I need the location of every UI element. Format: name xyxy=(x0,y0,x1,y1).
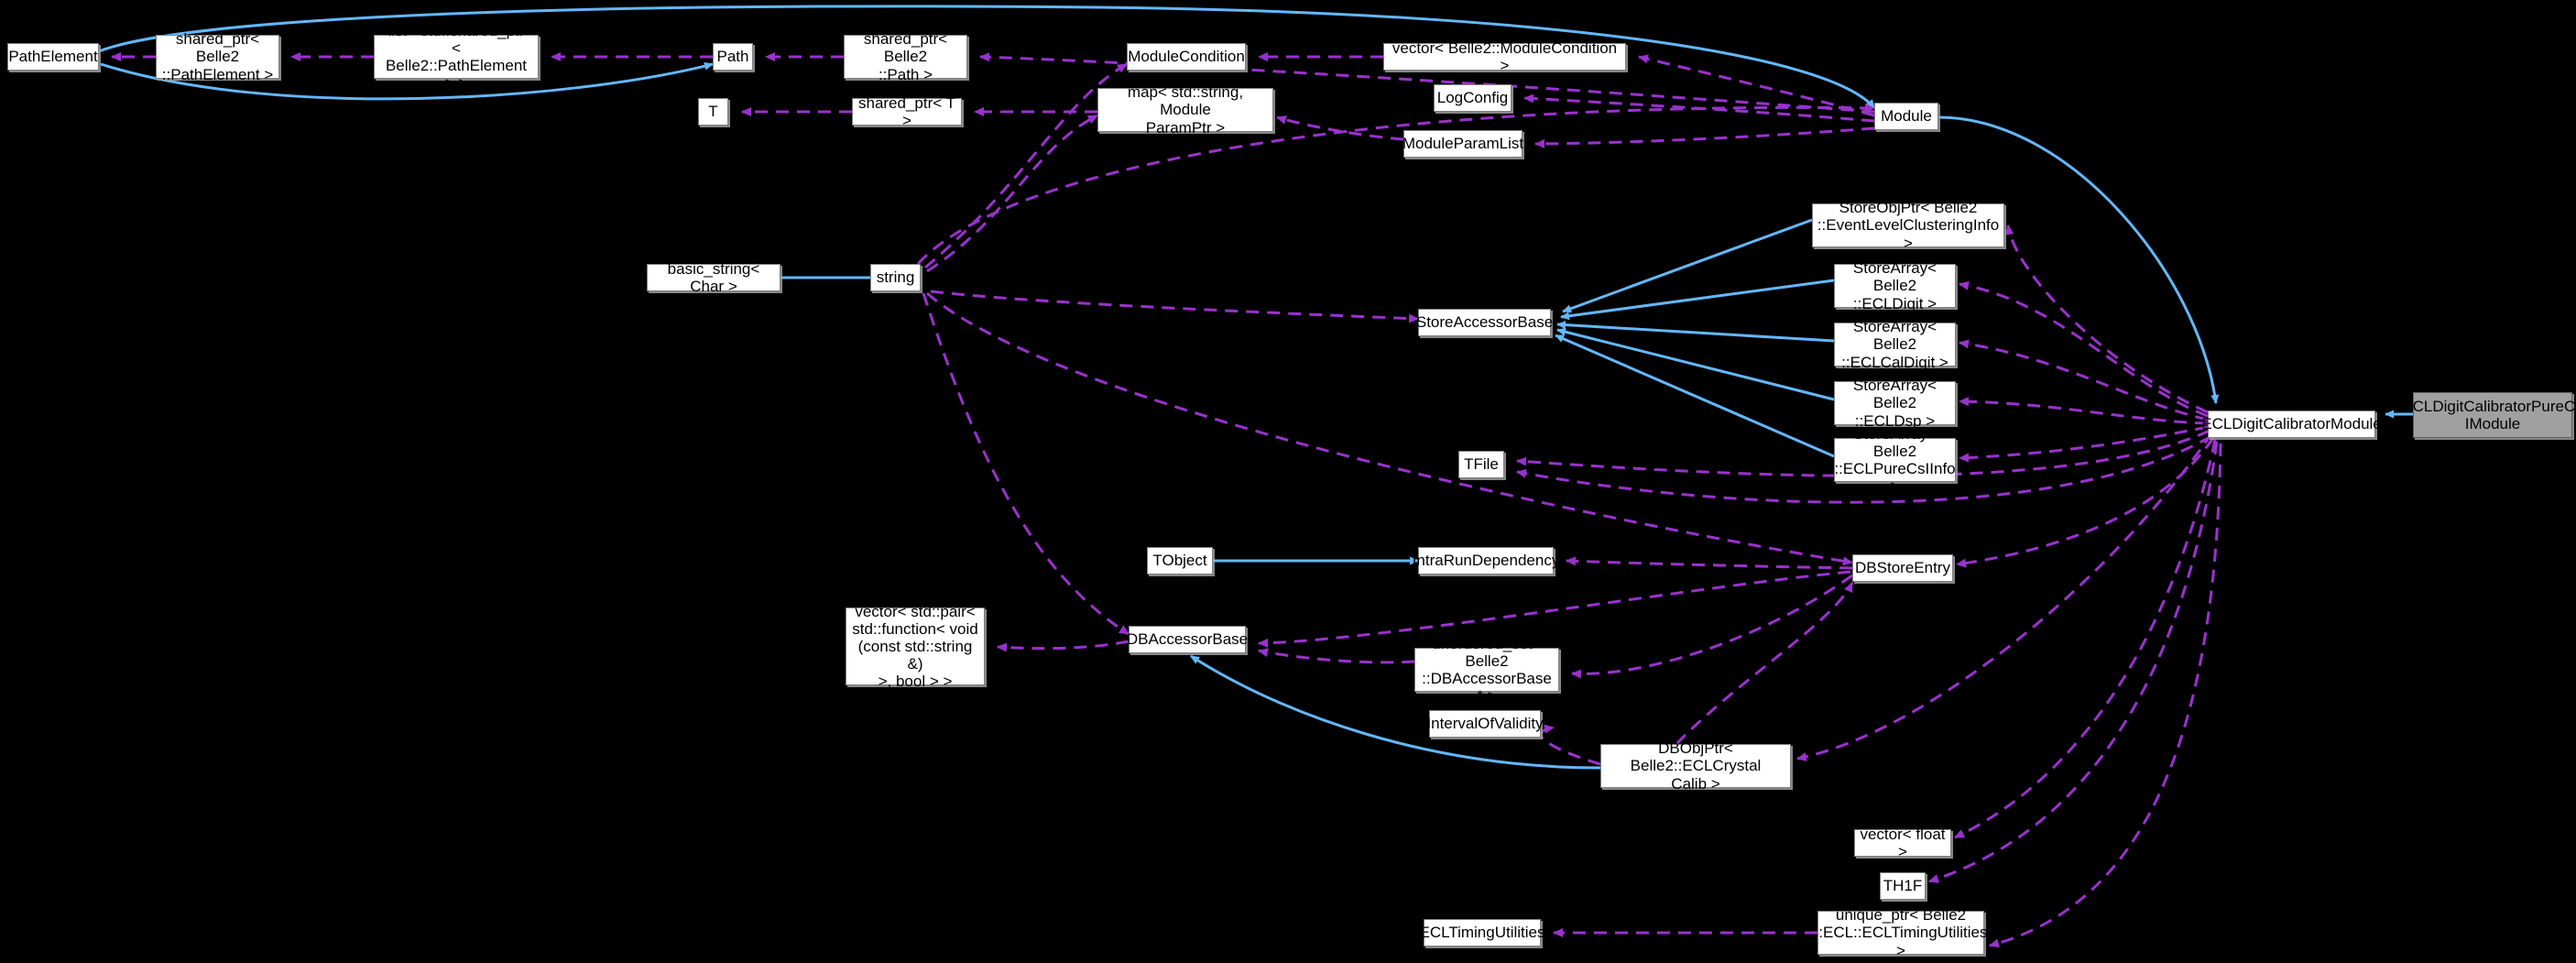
class-node-storearray_eclpurecsi[interactable]: StoreArray< Belle2 ::ECLPureCsIInfo > xyxy=(1834,424,1956,496)
class-node-t[interactable]: T xyxy=(698,98,728,126)
class-node-shared_ptr_t[interactable]: shared_ptr< T > xyxy=(852,94,962,129)
class-node-storearray_ecldsp[interactable]: StoreArray< Belle2 ::ECLDsp > xyxy=(1834,377,1956,430)
class-node-map_module_paramptr[interactable]: map< std::string, Module ParamPtr > xyxy=(1097,83,1273,137)
class-node-vector_modulecondition[interactable]: vector< Belle2::ModuleCondition > xyxy=(1383,39,1626,74)
class-node-list_shared_ptr[interactable]: list< std::shared_ptr < Belle2::PathElem… xyxy=(374,22,539,92)
class-node-vector_pair_function[interactable]: vector< std::pair< std::function< void (… xyxy=(846,603,985,690)
class-node-modulecondition[interactable]: ModuleCondition xyxy=(1127,43,1246,71)
class-node-path[interactable]: Path xyxy=(713,43,753,71)
class-node-unique_ptr_ecltiming[interactable]: unique_ptr< Belle2 ::ECL::ECLTimingUtili… xyxy=(1814,906,1988,959)
class-node-moduleparamlist[interactable]: ModuleParamList xyxy=(1403,130,1523,158)
class-node-tfile[interactable]: TFile xyxy=(1458,451,1504,478)
class-node-string[interactable]: string xyxy=(870,264,921,291)
class-node-vector_float[interactable]: vector< float > xyxy=(1854,826,1951,860)
class-node-th1f[interactable]: TH1F xyxy=(1880,872,1926,900)
class-node-tobject[interactable]: TObject xyxy=(1147,547,1213,575)
class-node-storeaccessorbase[interactable]: StoreAccessorBase xyxy=(1416,309,1553,336)
class-node-logconfig[interactable]: LogConfig xyxy=(1434,84,1512,112)
class-node-intrarundependency[interactable]: IntraRunDependency xyxy=(1413,547,1559,575)
class-node-pathelement[interactable]: PathElement xyxy=(7,43,99,71)
class-node-intervalofvalidity[interactable]: IntervalOfValidity xyxy=(1426,710,1544,738)
class-node-dbaccessorbase[interactable]: DBAccessorBase xyxy=(1127,626,1248,653)
class-node-module[interactable]: Module xyxy=(1874,103,1938,130)
class-node-storearray_ecldigit[interactable]: StoreArray< Belle2 ::ECLDigit > xyxy=(1834,259,1956,312)
class-node-ecldigitcalibratorpurecsimodule[interactable]: ECLDigitCalibratorPureCs IModule xyxy=(2402,392,2576,438)
class-node-shared_ptr_pathelement[interactable]: shared_ptr< Belle2 ::PathElement > xyxy=(156,30,279,83)
class-node-unordered_set_dbab[interactable]: unordered_set< Belle2 ::DBAccessorBase *… xyxy=(1414,635,1559,705)
class-node-ecldigitcalibratormodule[interactable]: ECLDigitCalibratorModule xyxy=(2201,410,2382,438)
usage-edges xyxy=(111,52,2222,948)
class-node-ecltimingutilities[interactable]: ECLTimingUtilities xyxy=(1420,919,1545,947)
class-node-basic_string_char[interactable]: basic_string< Char > xyxy=(647,260,780,295)
class-node-dbstoreentry[interactable]: DBStoreEntry xyxy=(1852,554,1953,582)
class-node-shared_ptr_path[interactable]: shared_ptr< Belle2 ::Path > xyxy=(844,30,967,83)
class-node-storeobjptr_elci[interactable]: StoreObjPtr< Belle2 ::EventLevelClusteri… xyxy=(1812,199,2004,252)
class-node-storearray_eclcaldigit[interactable]: StoreArray< Belle2 ::ECLCalDigit > xyxy=(1834,318,1956,371)
class-node-dbobjptr_eclcrystalcalib[interactable]: DBObjPtr< Belle2::ECLCrystal Calib > xyxy=(1600,739,1791,793)
